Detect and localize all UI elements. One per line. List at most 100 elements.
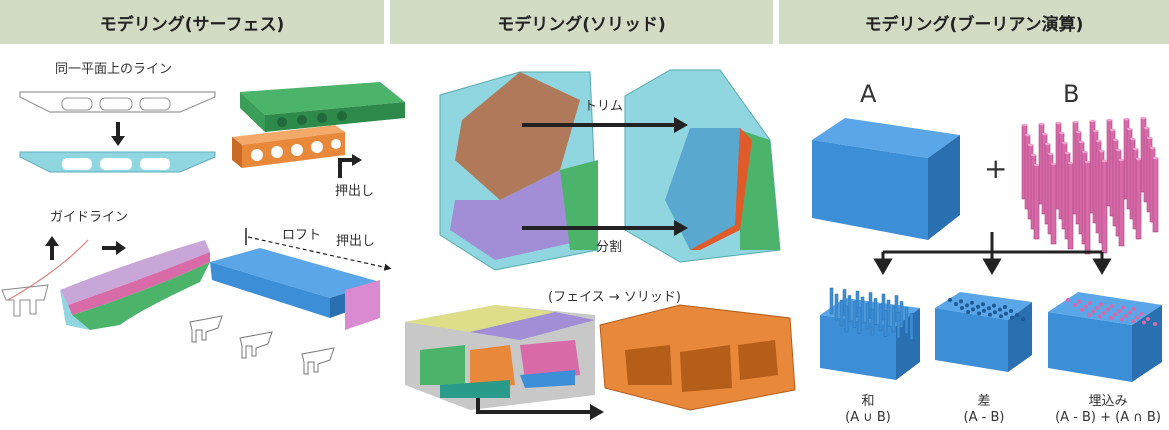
caption-diff-title: 差	[977, 394, 991, 409]
rod-b-top	[1062, 141, 1067, 145]
rod-b-top	[1042, 132, 1047, 136]
rod-b-top	[1136, 157, 1141, 161]
diff-hole	[1009, 309, 1013, 313]
rod-b-top	[1113, 138, 1118, 142]
rod-b	[1050, 163, 1057, 245]
embed-dot	[1099, 302, 1103, 307]
rod-b-top	[1082, 150, 1087, 154]
label-face-to-solid: (フェイス → ソリッド)	[548, 290, 681, 305]
rod-b	[1033, 164, 1040, 240]
rod-b-top	[1045, 142, 1050, 146]
embed-dot	[1077, 299, 1081, 304]
label-trim: トリム	[584, 99, 624, 114]
union-rod	[844, 305, 849, 333]
rod-b-top	[1127, 127, 1132, 131]
embed-dot	[1128, 310, 1132, 315]
caption-union: 和 (A ∪ B)	[838, 394, 898, 426]
caption-diff-expr: (A - B)	[963, 410, 1005, 425]
rod-b-top	[1065, 151, 1070, 155]
embed-dot	[1109, 316, 1113, 320]
rod-b-top	[1059, 131, 1064, 135]
diff-hole	[954, 302, 958, 306]
rod-b-top	[1051, 162, 1056, 166]
caption-embed-title: 埋込み	[1088, 394, 1128, 409]
diff-hole	[998, 307, 1002, 312]
embed-dot	[1121, 305, 1125, 310]
embed-dot	[1106, 307, 1110, 312]
guide-curve	[7, 239, 89, 301]
rod-b-top	[1099, 149, 1104, 153]
label-split: 分割	[596, 240, 623, 255]
header-boolean: モデリング(ブーリアン演算)	[779, 0, 1169, 44]
orange-slab	[232, 125, 345, 168]
caption-union-expr: (A ∪ B)	[845, 410, 891, 425]
embed-dot	[1142, 320, 1146, 325]
union-rod	[847, 295, 852, 322]
diff-hole	[959, 299, 963, 304]
rod-b-top	[1022, 123, 1027, 127]
rod-b	[1135, 158, 1142, 240]
rod-b-top	[1056, 121, 1061, 125]
embed-dot	[1153, 322, 1157, 326]
label-same-plane: 同一平面上のライン	[55, 62, 173, 77]
rod-b	[1152, 157, 1159, 233]
rod-b-top	[1147, 136, 1152, 140]
result-embed-shape	[1048, 292, 1162, 382]
rod-b-top	[1025, 133, 1030, 137]
rod-b-top	[1028, 143, 1033, 147]
embed-dot	[1120, 317, 1124, 322]
diff-hole	[965, 303, 969, 308]
result-diff-shape	[935, 292, 1032, 372]
rod-b-top	[1133, 147, 1138, 151]
arrow-extrude-1	[338, 158, 356, 178]
union-rod	[891, 305, 896, 333]
label-guide: ガイドライン	[50, 210, 129, 225]
embed-dot	[1073, 303, 1077, 307]
rod-b	[1067, 162, 1074, 250]
union-rod	[899, 301, 904, 328]
guide-sections	[1, 284, 49, 317]
caption-embed: 埋込み (A - B) + (A ∩ B)	[1050, 394, 1166, 426]
green-slab	[240, 82, 405, 132]
union-rod	[873, 298, 878, 325]
rod-b	[1101, 160, 1108, 254]
union-rod	[904, 307, 909, 334]
rod-b-top	[1073, 120, 1078, 124]
loft-box	[210, 248, 380, 330]
block-a	[812, 118, 960, 240]
embed-dot	[1080, 308, 1084, 312]
union-rod	[834, 293, 839, 321]
rod-b-top	[1048, 152, 1053, 156]
loft-sections	[189, 315, 335, 375]
diff-hole	[993, 310, 997, 315]
union-rod	[852, 301, 857, 328]
label-extrude-1: 押出し	[335, 184, 375, 199]
diff-hole	[988, 312, 992, 317]
diff-hole	[1003, 305, 1007, 309]
diff-hole	[982, 308, 986, 313]
rod-b-top	[1153, 156, 1158, 160]
rod-b-top	[1107, 118, 1112, 122]
rod-b-top	[1093, 129, 1098, 133]
result-union-shape	[820, 287, 920, 380]
diff-hole	[1004, 311, 1008, 316]
branch-arrows	[873, 232, 1112, 275]
diff-hole	[971, 307, 975, 312]
embed-dot	[1113, 312, 1117, 317]
diff-hole	[987, 306, 991, 311]
diff-hole	[981, 302, 985, 307]
diff-hole	[1021, 317, 1025, 321]
diff-hole	[948, 298, 952, 302]
embed-dot	[1135, 315, 1139, 320]
rod-b-top	[1150, 146, 1155, 150]
solid-trim-right	[624, 69, 781, 263]
rod-b-top	[1124, 117, 1129, 121]
block-b-rods	[1021, 116, 1159, 255]
union-rod	[857, 307, 862, 334]
rod-b-top	[1141, 116, 1146, 120]
diff-hole	[970, 300, 974, 305]
label-b: B	[1063, 80, 1080, 108]
section-outline-cyan	[19, 151, 216, 173]
union-rod	[886, 299, 891, 327]
embed-dot	[1066, 298, 1070, 302]
